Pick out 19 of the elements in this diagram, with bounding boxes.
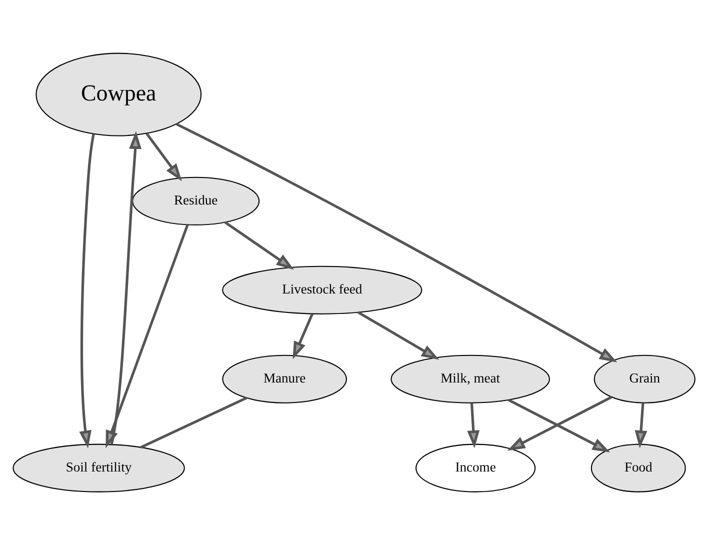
node-ellipse: Residue bbox=[132, 176, 260, 225]
node-ellipse: Soil fertility bbox=[12, 443, 184, 492]
node-ellipse: Manure bbox=[222, 354, 346, 403]
arrow bbox=[78, 133, 94, 448]
node-ellipse: Livestock feed bbox=[222, 265, 422, 314]
node-ellipse: Cowpea bbox=[35, 52, 202, 136]
node-ellipse: Grain bbox=[593, 354, 695, 403]
arrow bbox=[110, 130, 142, 444]
arrow bbox=[292, 312, 313, 359]
arrow bbox=[634, 402, 647, 448]
arrow bbox=[356, 310, 439, 360]
arrow bbox=[466, 402, 480, 448]
node-ellipse: Food bbox=[590, 443, 686, 492]
arrow bbox=[145, 132, 182, 181]
arrow bbox=[175, 122, 617, 362]
node-ellipse: Milk, meat bbox=[390, 354, 550, 403]
connector bbox=[140, 396, 247, 448]
arrow bbox=[224, 220, 294, 270]
node-ellipse: Income bbox=[414, 443, 536, 492]
